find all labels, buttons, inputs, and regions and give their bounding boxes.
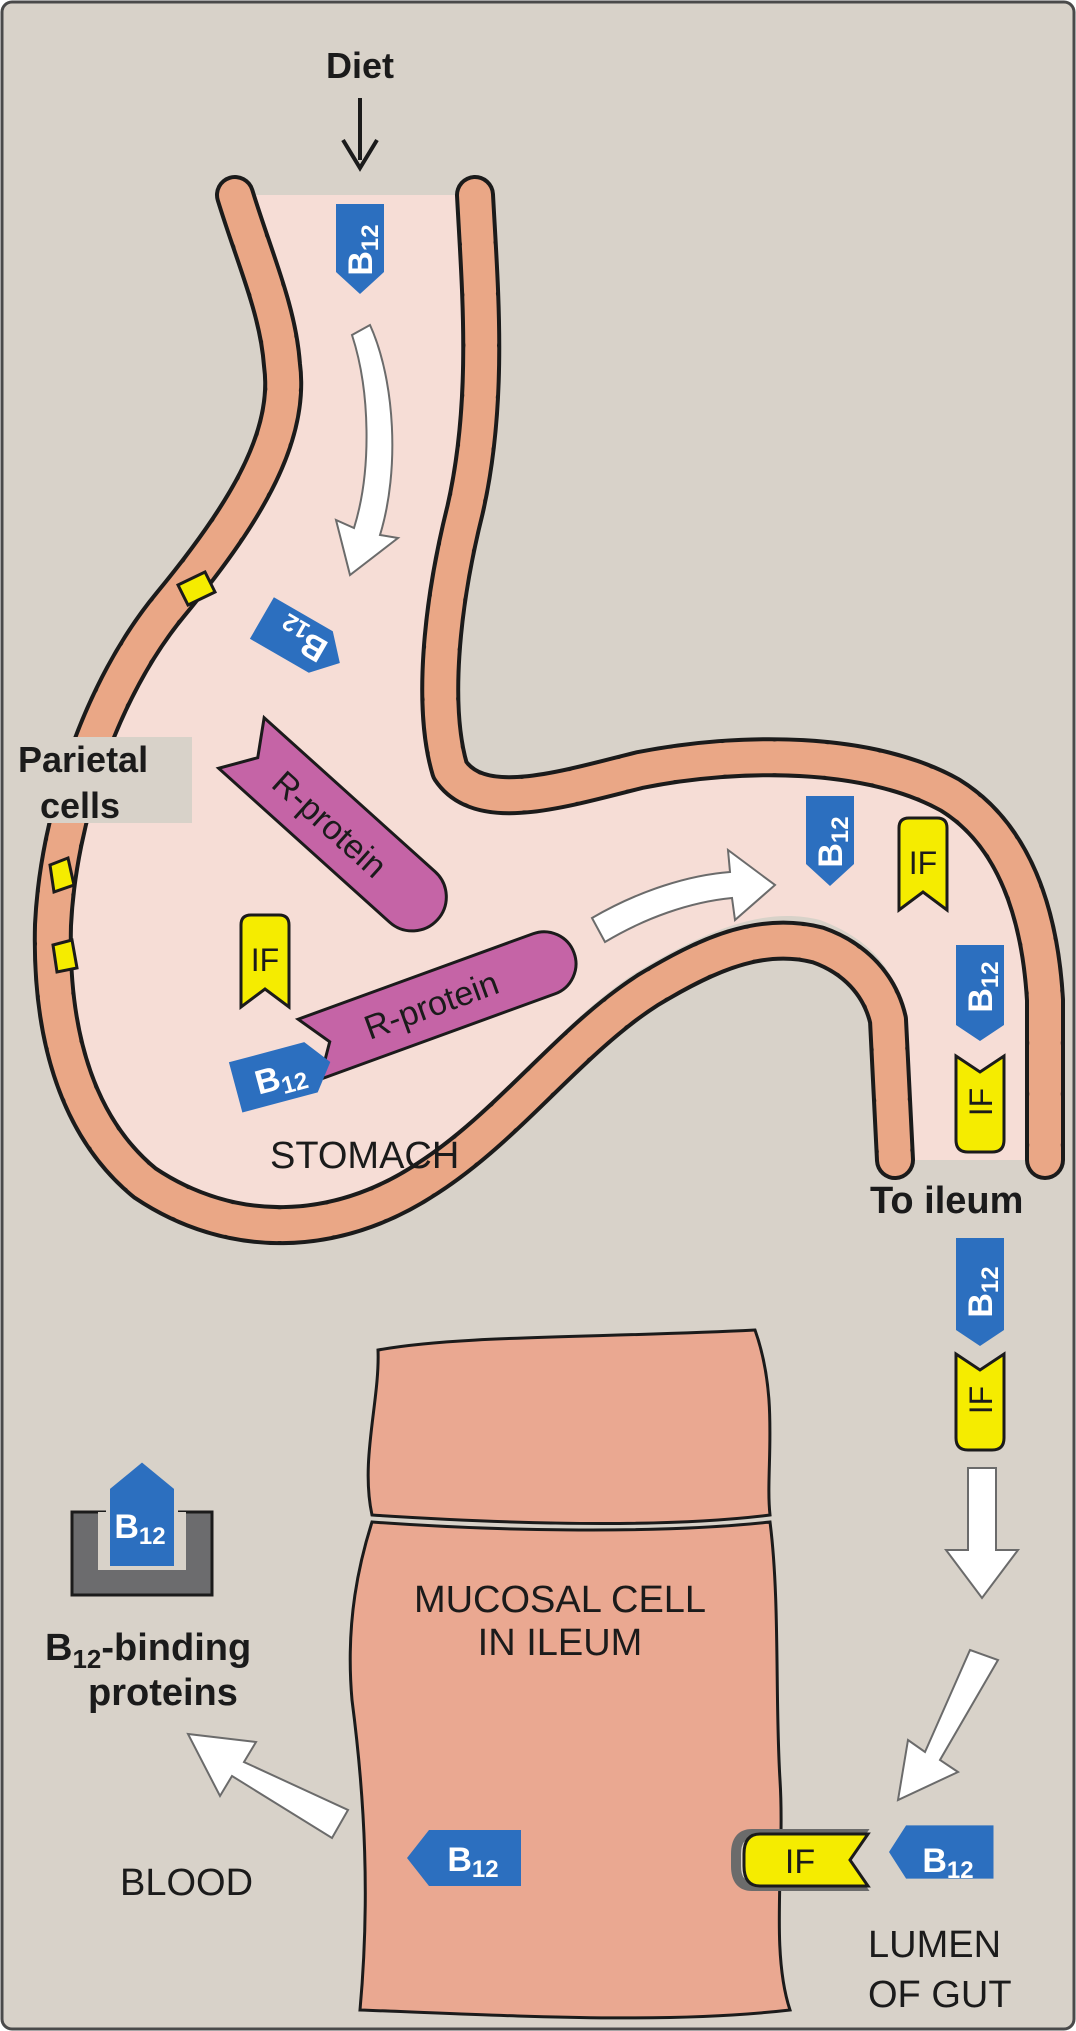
binding-label-line2: proteins bbox=[88, 1672, 238, 1714]
flow-arrow-1 bbox=[334, 323, 401, 577]
svg-text:B12: B12 bbox=[342, 224, 384, 275]
b12-binding-protein-icon: B12 bbox=[70, 1457, 214, 1597]
parietal-label-bg bbox=[10, 737, 192, 823]
b12-molecule-4: B12 bbox=[806, 796, 854, 886]
if-label-stomach: IF bbox=[251, 942, 279, 978]
b12-molecule-2: B12 bbox=[249, 597, 352, 684]
if-molecule-to-ileum: IF bbox=[954, 1351, 1006, 1452]
svg-text:B12: B12 bbox=[962, 961, 1004, 1012]
b12-molecule-6: B12 bbox=[956, 1238, 1004, 1346]
stomach-label: STOMACH bbox=[270, 1135, 459, 1177]
if-label-to-ileum: IF bbox=[963, 1386, 999, 1414]
svg-text:B12: B12 bbox=[922, 1842, 973, 1884]
mucosal-label-line2: IN ILEUM bbox=[478, 1622, 643, 1664]
diet-arrow bbox=[341, 98, 379, 172]
if-molecule-duodenum: IF bbox=[897, 816, 949, 912]
stomach-lumen bbox=[64, 195, 1030, 1207]
to-ileum-label: To ileum bbox=[870, 1180, 1023, 1222]
if-b12-complex-lumen: IF B12 bbox=[731, 1825, 994, 1891]
flow-arrow-down bbox=[944, 1467, 1020, 1600]
b12-molecule-cell: B12 bbox=[407, 1830, 521, 1886]
svg-text:B12: B12 bbox=[812, 816, 854, 867]
lumen-label-line1: LUMEN bbox=[868, 1924, 1001, 1966]
flow-arrow-diagonal bbox=[896, 1648, 1000, 1802]
if-molecule-duodenum-bound: IF bbox=[954, 1053, 1006, 1154]
parietal-label-line2: cells bbox=[40, 785, 120, 826]
if-molecule-stomach: IF bbox=[239, 913, 291, 1009]
binding-label-line1: B12-binding bbox=[45, 1627, 251, 1674]
flow-arrow-to-blood bbox=[186, 1732, 350, 1840]
b12-molecule-5: B12 bbox=[956, 945, 1004, 1041]
parietal-cell-markers bbox=[48, 570, 218, 974]
flow-arrow-2 bbox=[590, 847, 777, 944]
stomach-wall bbox=[32, 175, 1065, 1246]
diet-label: Diet bbox=[326, 45, 394, 86]
svg-text:B12: B12 bbox=[962, 1266, 1004, 1317]
left-wall-cells bbox=[36, 179, 911, 1242]
mucosal-label-line1: MUCOSAL CELL bbox=[414, 1579, 706, 1621]
if-label-lumen: IF bbox=[785, 1843, 815, 1881]
right-wall-cells bbox=[424, 179, 1061, 1176]
mucosal-cell-top bbox=[366, 1328, 772, 1525]
b12-molecule-1: B12 bbox=[336, 204, 384, 294]
mucosal-cell-ileum: MUCOSAL CELL IN ILEUM bbox=[348, 1520, 793, 2020]
if-label-duodenum-bound: IF bbox=[963, 1088, 999, 1116]
blood-label: BLOOD bbox=[120, 1862, 253, 1904]
if-label-duodenum: IF bbox=[909, 845, 937, 881]
svg-text:B12: B12 bbox=[447, 1841, 498, 1883]
r-protein-bound: R-protein bbox=[294, 930, 578, 1082]
svg-text:B12: B12 bbox=[251, 1052, 311, 1106]
flow-arrows-stomach bbox=[334, 323, 777, 944]
parietal-label-line1: Parietal bbox=[18, 739, 148, 780]
lumen-label-line2: OF GUT bbox=[868, 1974, 1012, 2016]
svg-text:B12: B12 bbox=[114, 1508, 165, 1550]
b12-molecule-3: B12 bbox=[228, 1042, 331, 1113]
